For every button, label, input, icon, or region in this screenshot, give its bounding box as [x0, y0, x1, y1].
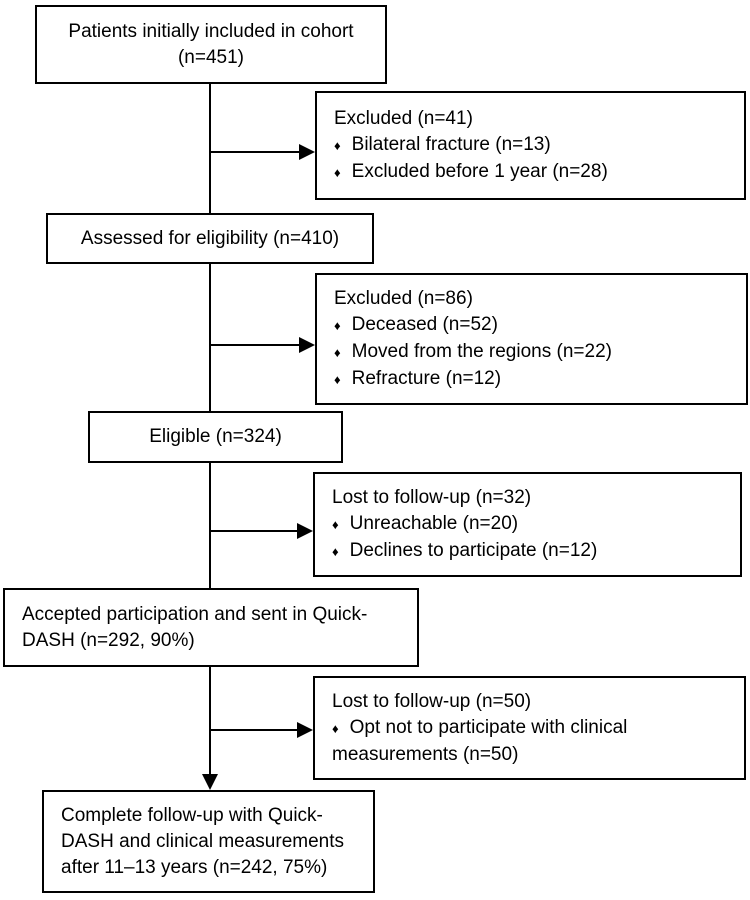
- bullet-diamond-icon: ♦: [334, 317, 341, 333]
- bullet-diamond-icon: ♦: [334, 371, 341, 387]
- bullet-item: ♦ Moved from the regions (n=22): [334, 339, 612, 366]
- bullet-item: ♦ Unreachable (n=20): [332, 511, 518, 538]
- flow-box-lost-50: Lost to follow-up (n=50) ♦Opt not to par…: [313, 676, 746, 780]
- connector-trunk-2: [209, 264, 211, 411]
- flow-box-eligible: Eligible (n=324): [88, 411, 343, 463]
- flow-box-title: Lost to follow-up (n=50): [332, 690, 532, 712]
- flow-box-title: Lost to follow-up (n=32): [332, 486, 532, 508]
- bullet-diamond-icon: ♦: [334, 137, 341, 153]
- connector-branch-lost-50: [210, 729, 297, 731]
- bullet-item-text: Deceased (n=52): [351, 313, 498, 335]
- flow-box-eligible-text: Eligible (n=324): [149, 426, 282, 447]
- connector-branch-lost-32: [210, 530, 297, 532]
- bullet-item: ♦ Bilateral fracture (n=13): [334, 132, 551, 159]
- arrow-right-icon: [297, 523, 313, 539]
- arrow-right-icon: [297, 722, 313, 738]
- connector-trunk-1: [209, 84, 211, 213]
- bullet-item-text: Unreachable (n=20): [349, 512, 519, 534]
- bullet-item: ♦ Refracture (n=12): [334, 366, 501, 393]
- flow-box-assessed-text: Assessed for eligibility (n=410): [80, 227, 340, 249]
- bullet-item-text: Opt not to participate with clinical mea…: [332, 716, 628, 765]
- flow-box-complete: Complete follow-up with Quick-DASH and c…: [42, 790, 375, 893]
- flow-box-excluded-41: Excluded (n=41) ♦ Bilateral fracture (n=1…: [315, 91, 746, 200]
- bullet-diamond-icon: ♦: [332, 720, 339, 736]
- flow-box-accepted: Accepted participation and sent in Quick…: [3, 588, 419, 667]
- bullet-diamond-icon: ♦: [332, 543, 339, 559]
- bullet-item-text: Refracture (n=12): [351, 367, 502, 389]
- arrow-right-icon: [299, 337, 315, 353]
- bullet-diamond-icon: ♦: [334, 164, 341, 180]
- bullet-item-text: Excluded before 1 year (n=28): [351, 160, 608, 182]
- flow-box-title: Excluded (n=41): [334, 107, 473, 129]
- flow-box-cohort-text: Patients initially included in cohort (n…: [68, 20, 354, 68]
- flow-box-accepted-text: Accepted participation and sent in Quick…: [22, 603, 368, 651]
- bullet-item: ♦Opt not to participate with clinical me…: [332, 715, 734, 768]
- connector-branch-excluded-86: [210, 344, 299, 346]
- bullet-diamond-icon: ♦: [334, 344, 341, 360]
- flow-box-lost-32: Lost to follow-up (n=32) ♦ Unreachable (n…: [313, 472, 742, 577]
- bullet-item: ♦ Declines to participate (n=12): [332, 538, 597, 565]
- flow-box-title: Excluded (n=86): [334, 287, 473, 309]
- bullet-item-text: Bilateral fracture (n=13): [351, 133, 551, 155]
- bullet-item-text: Moved from the regions (n=22): [351, 340, 612, 362]
- bullet-item: ♦ Deceased (n=52): [334, 312, 498, 339]
- flow-box-cohort: Patients initially included in cohort (n…: [35, 5, 387, 84]
- flow-box-assessed: Assessed for eligibility (n=410): [46, 213, 374, 264]
- connector-trunk-4: [209, 667, 211, 774]
- bullet-item-text: Declines to participate (n=12): [349, 539, 598, 561]
- connector-trunk-3: [209, 463, 211, 588]
- flow-box-complete-text: Complete follow-up with Quick-DASH and c…: [61, 804, 345, 878]
- bullet-item: ♦ Excluded before 1 year (n=28): [334, 159, 608, 186]
- flow-box-excluded-86: Excluded (n=86) ♦ Deceased (n=52) ♦ Moved …: [315, 273, 748, 405]
- arrow-down-icon: [202, 774, 218, 790]
- connector-branch-excluded-41: [210, 151, 299, 153]
- bullet-diamond-icon: ♦: [332, 516, 339, 532]
- arrow-right-icon: [299, 144, 315, 160]
